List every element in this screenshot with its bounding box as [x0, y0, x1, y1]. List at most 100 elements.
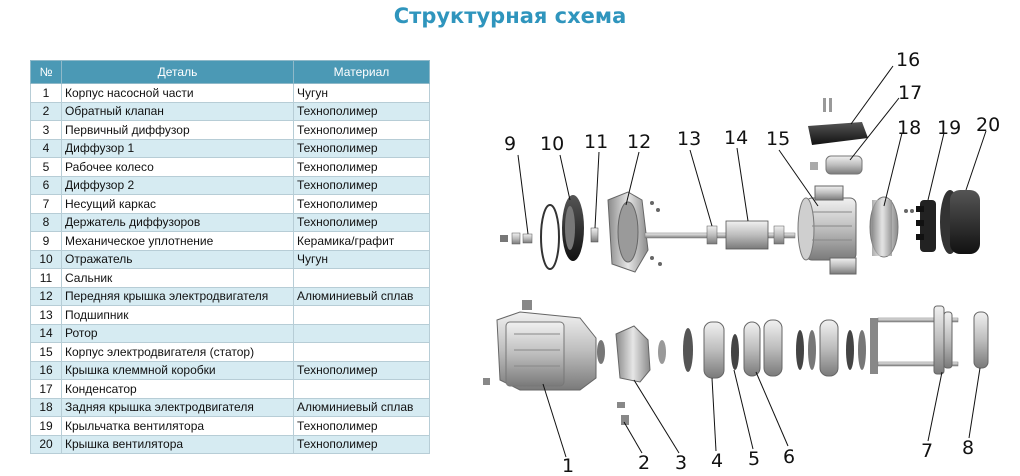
header-material: Материал — [293, 60, 430, 84]
cell-number: 4 — [30, 138, 62, 158]
cell-number: 3 — [30, 120, 62, 140]
cell-material: Технополимер — [293, 416, 430, 436]
callout-9: 9 — [504, 133, 516, 155]
header-part: Деталь — [61, 60, 294, 84]
fan-cover-part — [940, 190, 980, 254]
cell-part: Держатель диффузоров — [61, 212, 294, 232]
callout-labels: 9 10 11 12 13 14 15 16 17 18 19 20 1 2 3… — [504, 49, 1000, 476]
cell-part: Отражатель — [61, 249, 294, 269]
cell-part: Передняя крышка электродвигателя — [61, 286, 294, 306]
callout-13: 13 — [677, 128, 701, 150]
callout-12: 12 — [627, 131, 651, 153]
motor-housing-part — [797, 185, 857, 275]
cell-number: 15 — [30, 342, 62, 362]
exploded-view-diagram: 9 10 11 12 13 14 15 16 17 18 19 20 1 2 3… — [483, 49, 1000, 476]
cell-material: Технополимер — [293, 434, 430, 454]
cell-number: 7 — [30, 194, 62, 214]
o-ring-part — [540, 204, 560, 270]
cell-number: 6 — [30, 175, 62, 195]
cell-material: Керамика/графит — [293, 231, 430, 251]
cell-part: Механическое уплотнение — [61, 231, 294, 251]
callout-10: 10 — [540, 133, 564, 155]
cell-material: Алюминиевый сплав — [293, 286, 430, 306]
gland-part — [590, 227, 599, 243]
support-frame-part — [870, 305, 959, 375]
callout-17: 17 — [898, 82, 922, 104]
callout-20: 20 — [976, 114, 1000, 136]
reflector-part — [562, 195, 584, 261]
cell-material: Технополимер — [293, 360, 430, 380]
diffuser-holder-part — [973, 311, 989, 369]
cell-material: Технополимер — [293, 157, 430, 177]
cell-material: Технополимер — [293, 138, 430, 158]
cell-part: Корпус электродвигателя (статор) — [61, 342, 294, 362]
cell-material — [293, 379, 430, 399]
cell-material: Технополимер — [293, 101, 430, 121]
cell-material: Чугун — [293, 249, 430, 269]
callout-19: 19 — [937, 117, 961, 139]
callout-8: 8 — [962, 437, 974, 459]
cell-material: Технополимер — [293, 175, 430, 195]
callout-5: 5 — [748, 448, 760, 470]
cell-material — [293, 323, 430, 343]
cell-part: Корпус насосной части — [61, 83, 294, 103]
pump-assembly — [483, 300, 989, 425]
cell-part: Крышка клеммной коробки — [61, 360, 294, 380]
cell-part: Конденсатор — [61, 379, 294, 399]
callout-4: 4 — [711, 450, 723, 472]
cell-part: Несущий каркас — [61, 194, 294, 214]
cell-part: Крышка вентилятора — [61, 434, 294, 454]
cell-number: 9 — [30, 231, 62, 251]
cell-number: 5 — [30, 157, 62, 177]
cell-part: Сальник — [61, 268, 294, 288]
cell-number: 10 — [30, 249, 62, 269]
terminal-box-cover-part — [808, 98, 868, 145]
cell-part: Крыльчатка вентилятора — [61, 416, 294, 436]
check-valve-part — [597, 340, 629, 425]
mechanical-seal-part — [500, 232, 533, 245]
callout-1: 1 — [562, 455, 574, 476]
cell-material — [293, 268, 430, 288]
callout-2: 2 — [638, 452, 650, 474]
cell-material — [293, 342, 430, 362]
cell-part: Диффузор 2 — [61, 175, 294, 195]
callout-3: 3 — [675, 452, 687, 474]
cell-material: Технополимер — [293, 212, 430, 232]
cell-part: Обратный клапан — [61, 101, 294, 121]
callout-16: 16 — [896, 49, 920, 71]
capacitor-part — [810, 155, 863, 175]
cell-number: 16 — [30, 360, 62, 380]
cell-part: Ротор — [61, 323, 294, 343]
cell-number: 14 — [30, 323, 62, 343]
cell-part: Рабочее колесо — [61, 157, 294, 177]
fan-part — [916, 200, 936, 252]
cell-number: 19 — [30, 416, 62, 436]
pump-casing-part — [483, 300, 597, 391]
cell-number: 18 — [30, 397, 62, 417]
cell-number: 8 — [30, 212, 62, 232]
callout-18: 18 — [897, 117, 921, 139]
cell-material: Чугун — [293, 83, 430, 103]
rotor-shaft-part — [644, 220, 796, 250]
cell-number: 2 — [30, 101, 62, 121]
motor-assembly — [500, 98, 980, 275]
diagram-title: Структурная схема — [393, 4, 627, 28]
front-cover-part — [607, 191, 662, 273]
callout-15: 15 — [766, 128, 790, 150]
cell-part: Задняя крышка электродвигателя — [61, 397, 294, 417]
